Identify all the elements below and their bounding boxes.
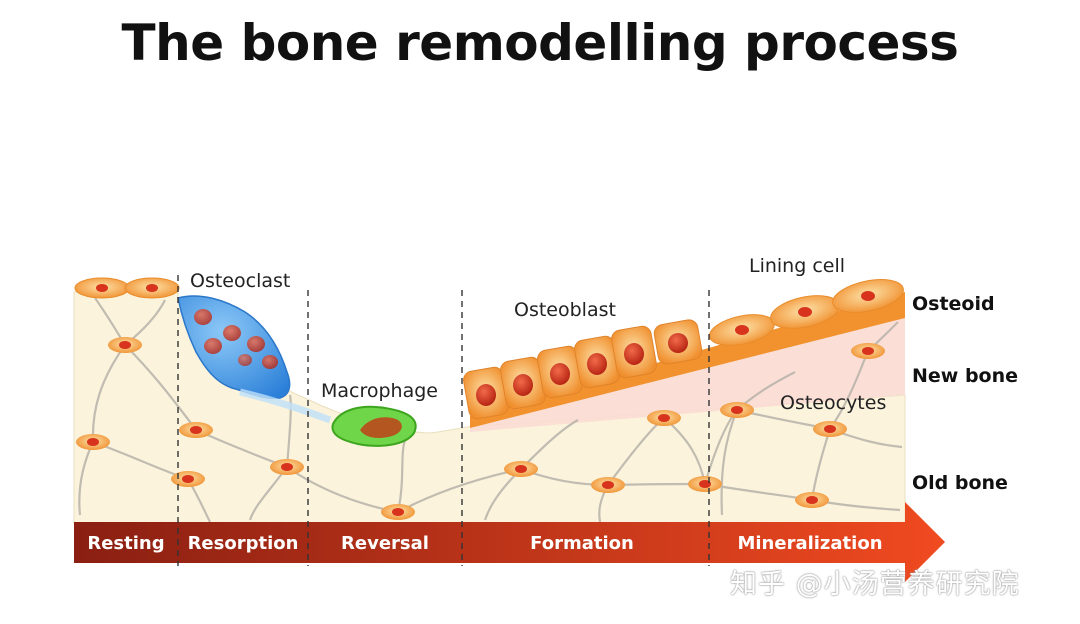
label-new-bone: New bone [912, 365, 1018, 387]
osteocyte [108, 337, 142, 353]
phase-label-resting: Resting [87, 533, 164, 554]
osteoblast [537, 345, 583, 399]
osteocyte [381, 504, 415, 520]
osteocyte [504, 461, 538, 477]
watermark-text: 知乎 @小汤营养研究院 [730, 569, 1020, 600]
osteoclast-cell [177, 295, 332, 424]
resting-cell [74, 277, 130, 299]
osteoblast [611, 325, 657, 379]
phase-label-formation: Formation [530, 533, 634, 554]
osteocyte [795, 492, 829, 508]
label-osteocytes: Osteocytes [780, 392, 886, 414]
phase-label-reversal: Reversal [341, 533, 429, 554]
lining-cell [832, 279, 904, 313]
diagram-title: The bone remodelling process [121, 14, 959, 72]
phase-labels: Resting Resorption Reversal Formation Mi… [87, 533, 882, 554]
macrophage-cell [331, 405, 417, 447]
lining-cells [709, 279, 904, 346]
phase-timeline-arrow [74, 502, 945, 582]
osteocyte [76, 434, 110, 450]
osteoblast [653, 319, 703, 365]
osteocyte [647, 410, 681, 426]
phase-label-mineralization: Mineralization [737, 533, 882, 554]
osteocyte [270, 459, 304, 475]
resting-cell [124, 277, 180, 299]
phase-dividers [177, 275, 710, 566]
label-old-bone: Old bone [912, 472, 1008, 494]
osteocyte [179, 422, 213, 438]
label-macrophage: Macrophage [321, 380, 438, 402]
label-lining-cell: Lining cell [749, 255, 845, 277]
layer-labels: Osteoid New bone Old bone [912, 293, 1018, 494]
osteocyte [813, 421, 847, 437]
osteoblast [500, 356, 546, 410]
osteocyte [171, 471, 205, 487]
phase-label-resorption: Resorption [188, 533, 299, 554]
cell-labels: Osteoclast Macrophage Osteoblast Lining … [190, 255, 886, 414]
osteocyte [591, 477, 625, 493]
osteocyte-cells [76, 337, 885, 520]
osteoblast [574, 335, 620, 389]
osteocyte [688, 476, 722, 492]
label-osteoclast: Osteoclast [190, 270, 290, 292]
label-osteoid: Osteoid [912, 293, 995, 315]
osteoblast-cells [463, 319, 703, 420]
label-osteoblast: Osteoblast [514, 299, 616, 321]
osteocyte [851, 343, 885, 359]
lining-cell [709, 314, 775, 346]
osteocyte [720, 402, 754, 418]
resting-lining-cells [74, 277, 180, 299]
